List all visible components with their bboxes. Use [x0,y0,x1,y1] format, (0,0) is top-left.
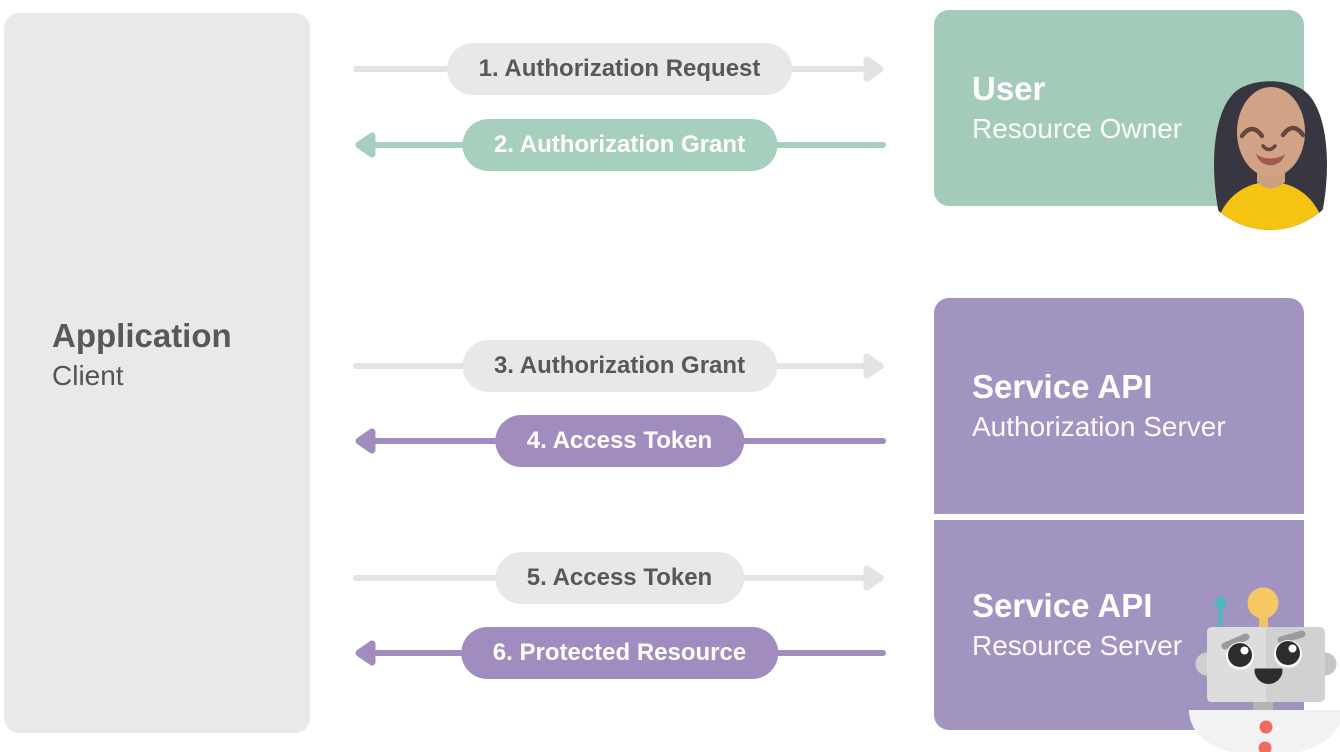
arrowhead-left-icon [353,637,379,669]
client-box-subtitle: Client [52,360,124,391]
client-box-text: Application Client [52,316,232,394]
arrowhead-right-icon [860,53,886,85]
arrow-label-pill: 6. Protected Resource [460,627,779,679]
flow-arrow-step-1: 1. Authorization Request [353,43,886,95]
auth-server-box: Service API Authorization Server [934,298,1304,514]
arrow-label-pill: 3. Authorization Grant [461,340,778,392]
auth-server-box-title: Service API [972,368,1153,405]
resource-server-box-subtitle: Resource Server [972,630,1183,661]
flow-arrow-step-3: 3. Authorization Grant [353,340,886,392]
arrow-label-pill: 2. Authorization Grant [461,119,778,171]
flow-arrow-step-5: 5. Access Token [353,552,886,604]
arrowhead-right-icon [860,350,886,382]
arrowhead-left-icon [353,129,379,161]
resource-server-box-title: Service API [972,587,1153,624]
arrowhead-right-icon [860,562,886,594]
user-box-subtitle: Resource Owner [972,113,1183,144]
user-box-title: User [972,70,1046,107]
arrow-label-pill: 4. Access Token [494,415,745,467]
arrow-label-pill: 5. Access Token [494,552,745,604]
auth-server-box-subtitle: Authorization Server [972,411,1226,442]
arrowhead-left-icon [353,425,379,457]
resource-server-box: Service API Resource Server [934,520,1304,730]
flow-arrow-step-6: 6. Protected Resource [353,627,886,679]
flow-arrow-step-2: 2. Authorization Grant [353,119,886,171]
client-box: Application Client [4,13,310,733]
arrow-label-pill: 1. Authorization Request [446,43,793,95]
user-box: User Resource Owner [934,10,1304,206]
flow-arrow-step-4: 4. Access Token [353,415,886,467]
client-box-title: Application [52,317,232,354]
